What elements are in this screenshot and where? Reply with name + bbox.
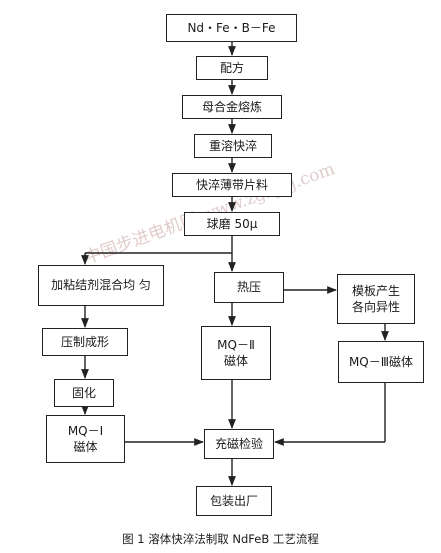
figure-caption: 图 1 溶体快淬法制取 NdFeB 工艺流程: [122, 532, 319, 546]
node-muhejin: 母合金熔炼: [182, 95, 282, 119]
node-yazhi: 压制成形: [42, 328, 128, 356]
node-baozhuang: 包装出厂: [196, 486, 272, 516]
node-reya: 热压: [214, 272, 284, 303]
node-guhua: 固化: [54, 379, 114, 407]
node-ndfeb: Nd・Fe・B－Fe: [166, 14, 297, 42]
node-chongci: 充磁检验: [204, 429, 274, 459]
node-muban: 模板产生 各向异性: [337, 274, 415, 324]
node-peifang: 配方: [196, 56, 268, 80]
node-bopian: 快淬薄带片料: [172, 173, 292, 197]
node-mq2: MQ－Ⅱ 磁体: [201, 326, 271, 380]
node-jianian: 加粘结剂混合均 匀: [38, 265, 164, 306]
node-mq1: MQ－Ⅰ 磁体: [46, 415, 125, 463]
node-qiumo: 球磨 50μ: [184, 212, 280, 236]
node-chongrong: 重溶快淬: [194, 134, 272, 158]
node-mq3: MQ－Ⅲ磁体: [338, 341, 424, 383]
